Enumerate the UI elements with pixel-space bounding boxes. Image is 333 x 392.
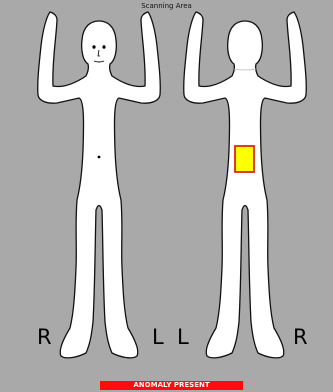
back-left-side-label: L xyxy=(177,327,189,348)
front-left-side-label: L xyxy=(152,327,164,348)
back-body-figure xyxy=(184,12,307,358)
anomaly-marker[interactable] xyxy=(235,146,254,172)
anomaly-status-bar: ANOMALY PRESENT xyxy=(100,381,243,390)
navel-dot xyxy=(98,156,101,159)
front-body-figure xyxy=(38,12,161,358)
back-right-side-label: R xyxy=(293,327,308,348)
front-right-side-label: R xyxy=(37,327,52,348)
